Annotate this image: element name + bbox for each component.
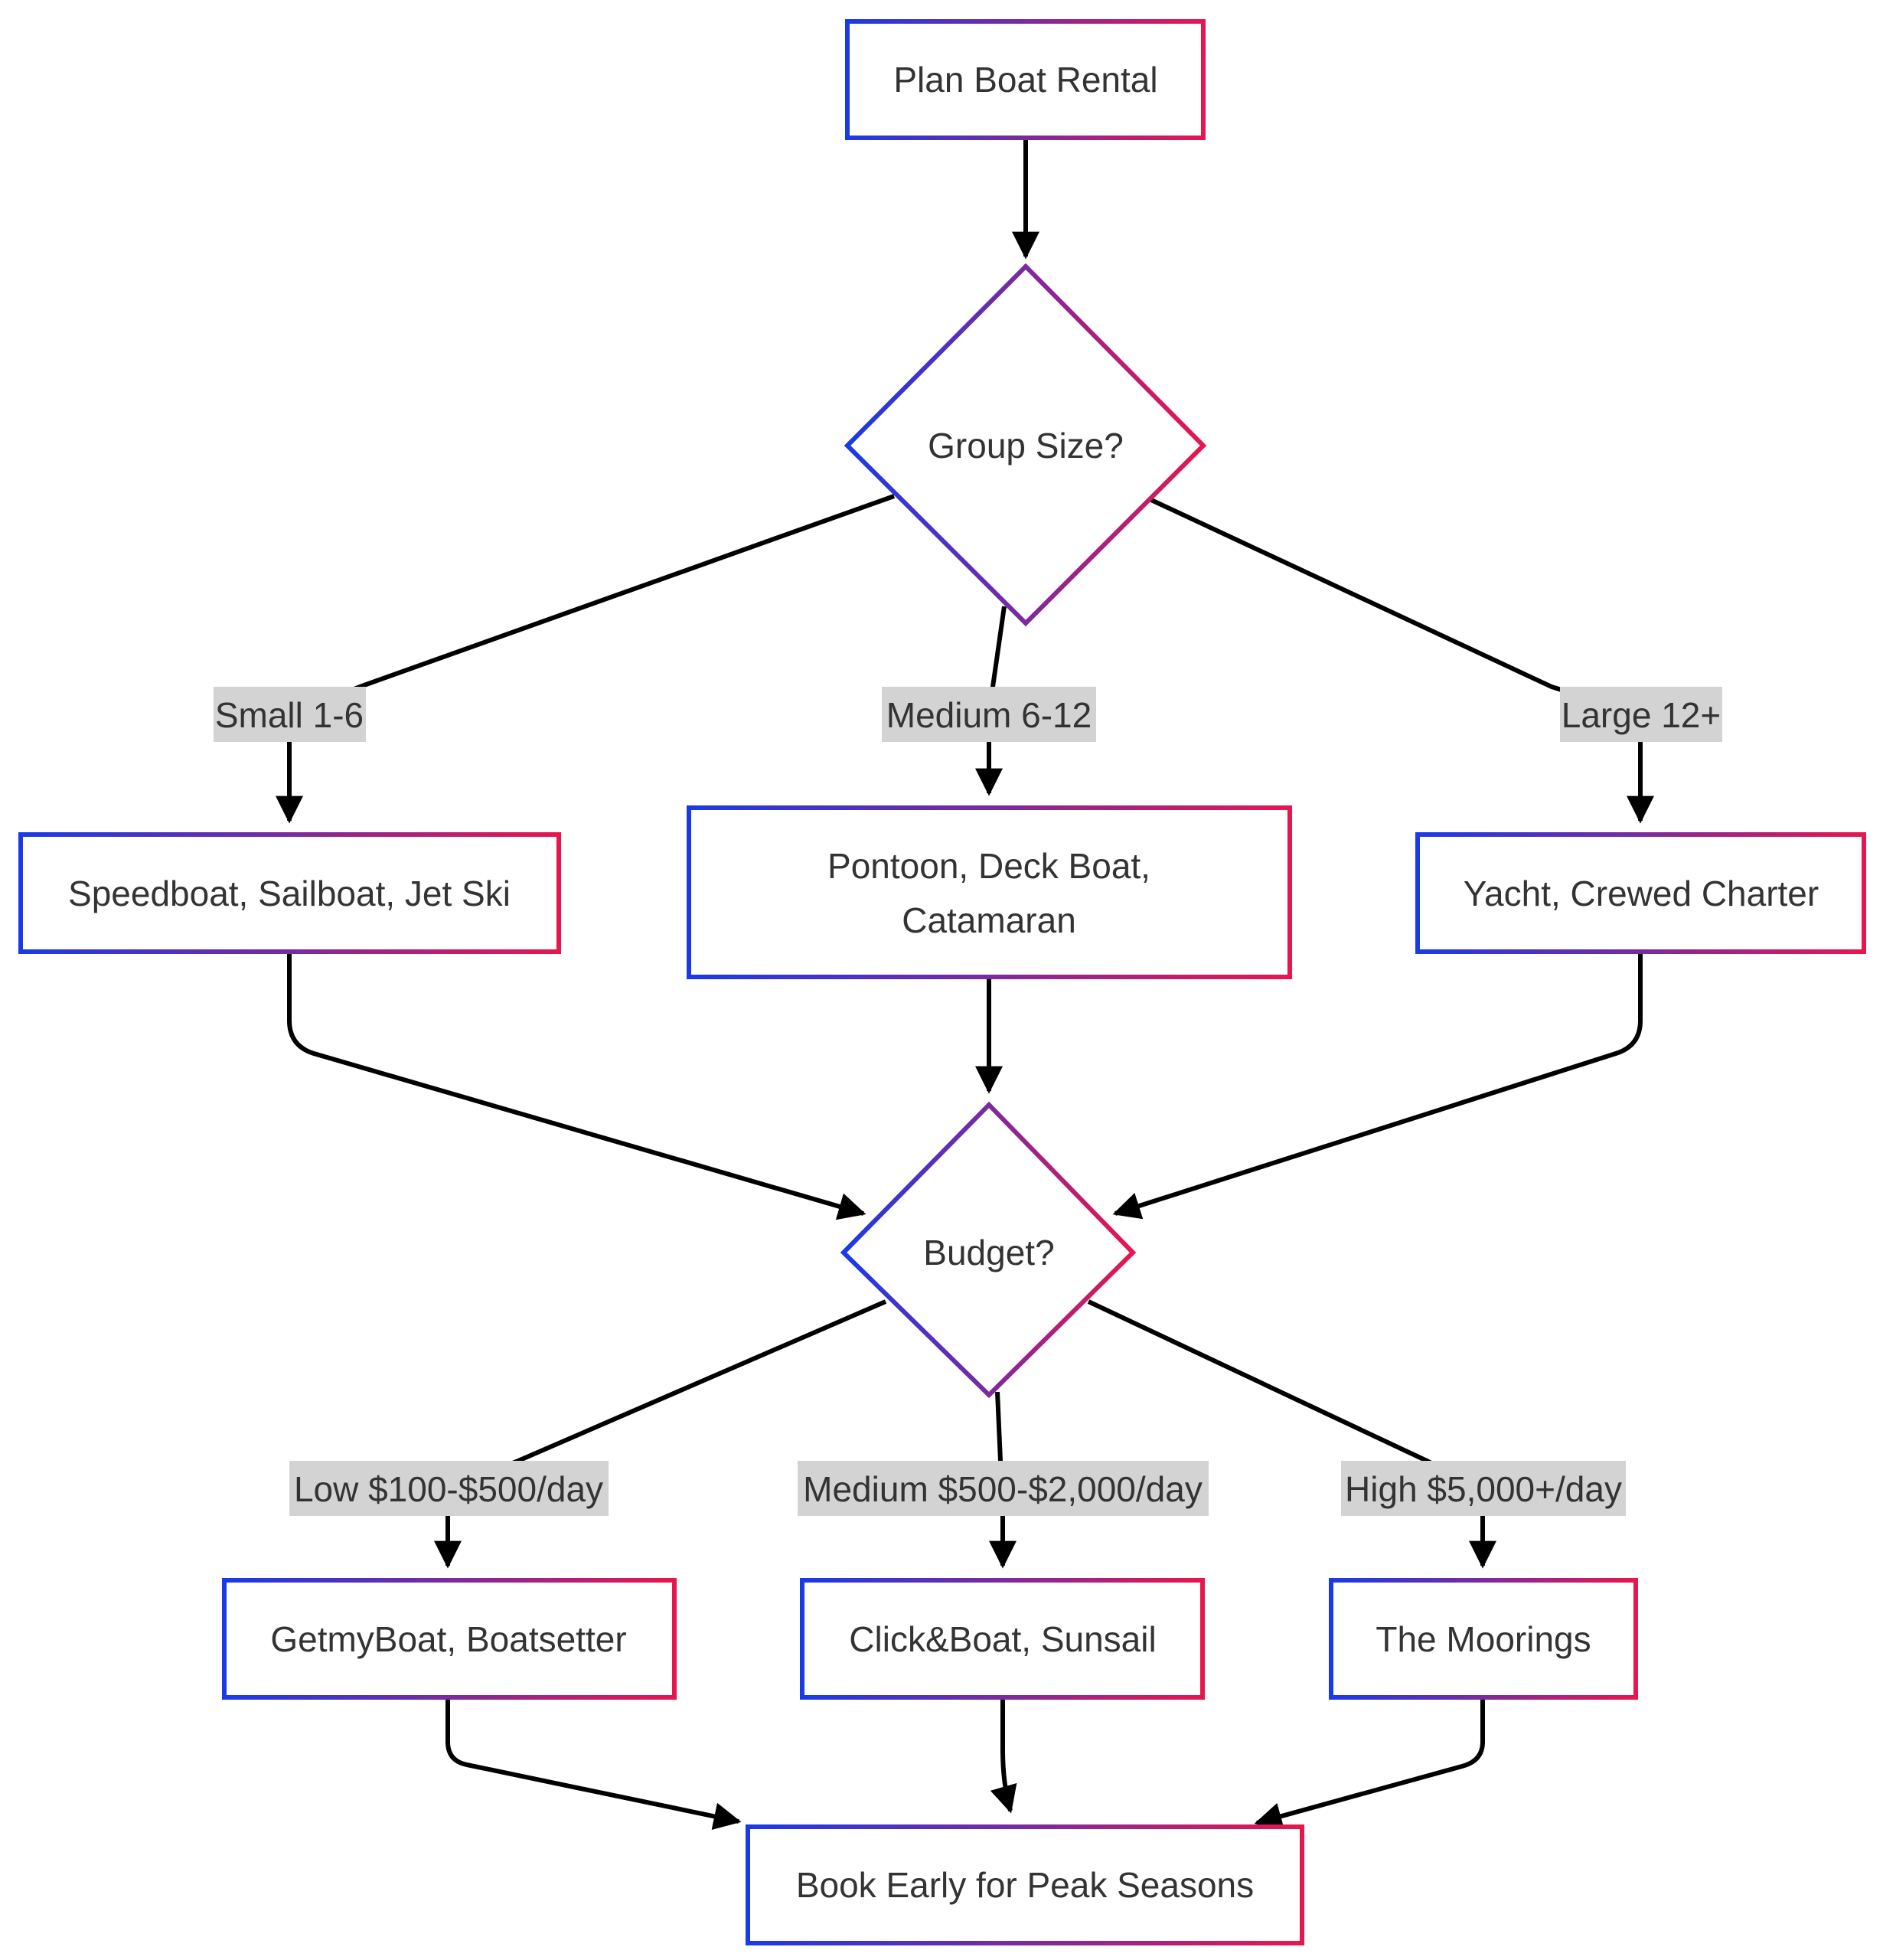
edge-label-medium-text: Medium 6-12 bbox=[886, 695, 1092, 735]
node-plan-boat-rental-text: Plan Boat Rental bbox=[893, 60, 1157, 100]
node-low-platforms-text: GetmyBoat, Boatsetter bbox=[270, 1619, 626, 1659]
node-budget-decision: Budget? bbox=[840, 1101, 1137, 1399]
edge-label-medium-budget-text: Medium $500-$2,000/day bbox=[803, 1469, 1203, 1509]
edge-label-medium-budget: Medium $500-$2,000/day bbox=[798, 1461, 1209, 1516]
edge-label-high-budget: High $5,000+/day bbox=[1341, 1461, 1626, 1516]
edge-medium-budget-to-end bbox=[990, 1699, 1017, 1814]
node-small-boats-text: Speedboat, Sailboat, Jet Ski bbox=[68, 874, 511, 913]
edge-label-low-budget: Low $100-$500/day bbox=[289, 1461, 609, 1516]
edge-label-high-budget-text: High $5,000+/day bbox=[1345, 1469, 1622, 1509]
node-high-platforms: The Moorings bbox=[1329, 1578, 1638, 1700]
edge-group-size-to-large bbox=[1150, 498, 1654, 824]
edge-high-to-end bbox=[1254, 1699, 1485, 1830]
node-large-boats-text: Yacht, Crewed Charter bbox=[1464, 874, 1819, 913]
node-plan-boat-rental: Plan Boat Rental bbox=[845, 19, 1206, 140]
node-medium-platforms-text: Click&Boat, Sunsail bbox=[849, 1619, 1156, 1659]
edges bbox=[276, 139, 1654, 1831]
edge-budget-to-high bbox=[1087, 1299, 1496, 1569]
node-group-size-decision: Group Size? bbox=[844, 263, 1207, 627]
node-small-boats: Speedboat, Sailboat, Jet Ski bbox=[18, 832, 561, 954]
node-medium-boats-line1: Pontoon, Deck Boat, bbox=[827, 846, 1150, 886]
edge-label-small-text: Small 1-6 bbox=[215, 695, 364, 735]
node-group-size-text: Group Size? bbox=[928, 426, 1124, 466]
node-medium-boats-line2: Catamaran bbox=[902, 900, 1076, 940]
edge-low-to-end bbox=[445, 1699, 742, 1831]
node-high-platforms-text: The Moorings bbox=[1376, 1619, 1591, 1659]
edge-budget-to-low bbox=[434, 1299, 887, 1569]
edge-large-to-budget bbox=[1112, 954, 1643, 1220]
node-medium-boats: Pontoon, Deck Boat, Catamaran bbox=[687, 805, 1292, 979]
edge-label-large: Large 12+ bbox=[1560, 687, 1722, 742]
node-book-early: Book Early for Peak Seasons bbox=[746, 1824, 1304, 1945]
node-book-early-text: Book Early for Peak Seasons bbox=[796, 1865, 1254, 1905]
node-medium-platforms: Click&Boat, Sunsail bbox=[800, 1578, 1205, 1700]
edge-label-medium: Medium 6-12 bbox=[882, 687, 1096, 742]
edge-small-to-budget bbox=[287, 954, 866, 1220]
edge-group-size-to-small bbox=[276, 494, 896, 824]
edge-label-small: Small 1-6 bbox=[214, 687, 366, 742]
edge-labels: Small 1-6 Medium 6-12 Large 12+ Low $100… bbox=[214, 687, 1722, 1516]
edge-label-large-text: Large 12+ bbox=[1562, 695, 1721, 735]
node-low-platforms: GetmyBoat, Boatsetter bbox=[222, 1578, 677, 1700]
node-large-boats: Yacht, Crewed Charter bbox=[1415, 832, 1866, 954]
node-budget-text: Budget? bbox=[923, 1233, 1054, 1272]
edge-label-low-budget-text: Low $100-$500/day bbox=[294, 1469, 603, 1509]
nodes: Plan Boat Rental Group Size? Speedboat, … bbox=[18, 19, 1866, 1945]
